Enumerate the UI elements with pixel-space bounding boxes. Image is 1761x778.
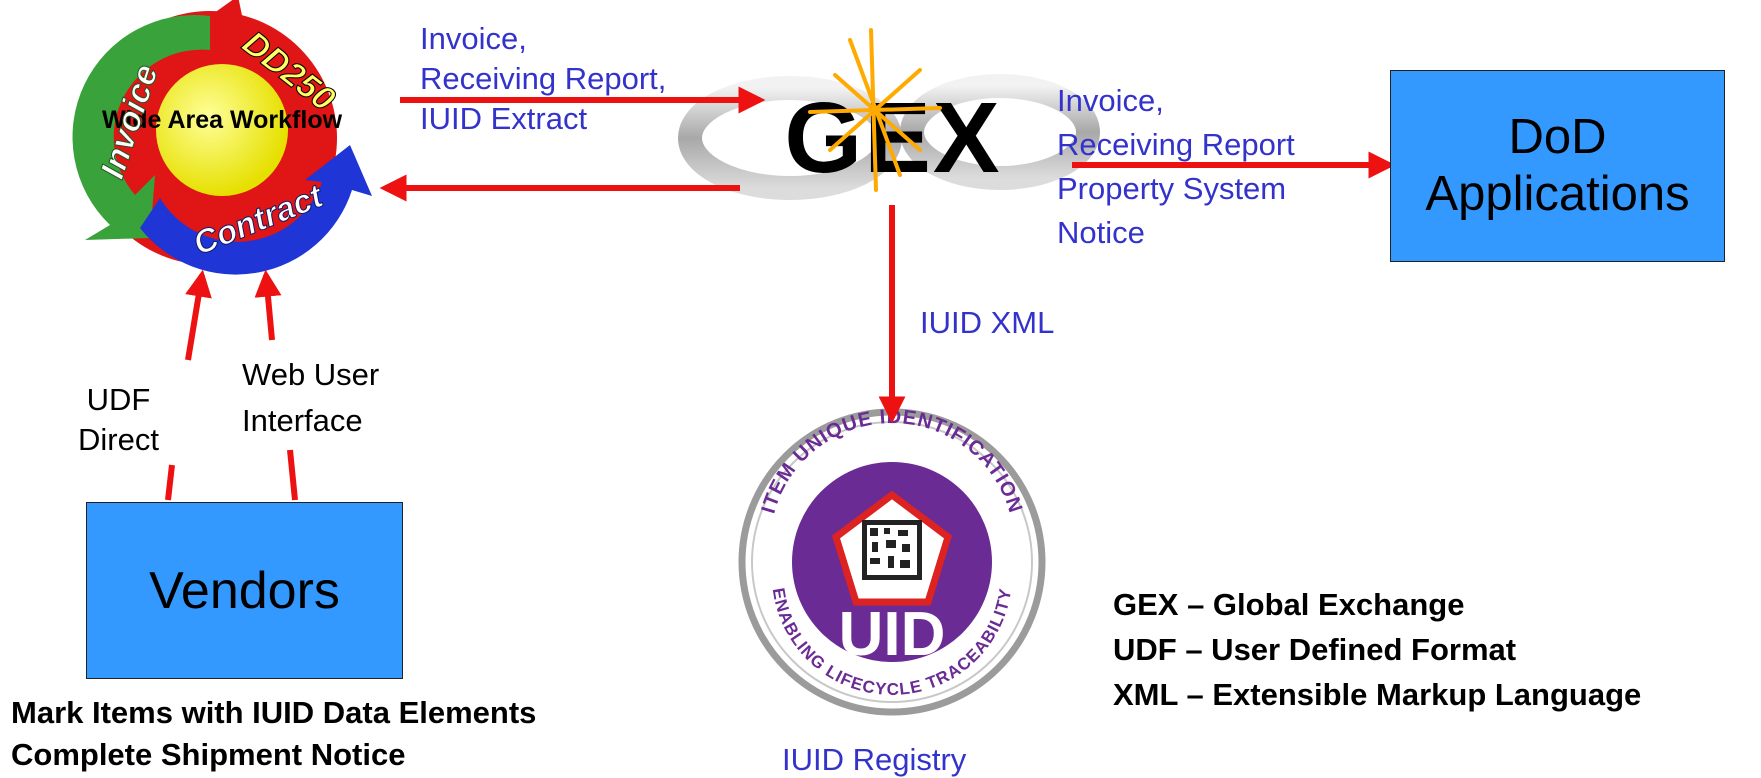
label-to-gex-line1: Invoice,: [420, 21, 527, 56]
wawf-top-arrowhead: [210, 0, 245, 30]
label-iuid-registry: IUID Registry: [782, 742, 967, 777]
label-web-user-line1: Web User: [242, 357, 380, 392]
acronym-legend: GEX – Global Exchange UDF – User Defined…: [1113, 582, 1641, 717]
label-udf-direct-line1: UDF: [86, 382, 151, 417]
dod-label-line1: DoD: [1508, 110, 1607, 164]
arrow-web-ui-lower: [287, 449, 298, 501]
gex-starburst: [808, 28, 942, 192]
uid-seal-datamatrix-cells: [870, 528, 910, 568]
label-to-dod-line3: Property System: [1057, 171, 1287, 206]
legend-udf: UDF – User Defined Format: [1113, 632, 1517, 667]
label-to-dod-line4: Notice: [1057, 215, 1145, 250]
vendor-note-2: Complete Shipment Notice: [11, 737, 406, 772]
vendor-notes: Mark Items with IUID Data Elements Compl…: [11, 692, 536, 776]
wawf-contract-arc: [140, 145, 372, 275]
label-web-user-interface: Web User Interface: [242, 352, 379, 444]
wawf-center-label: Wide Area Workflow: [102, 106, 343, 134]
legend-xml: XML – Extensible Markup Language: [1113, 677, 1642, 712]
uid-seal-center-text: UID: [839, 600, 946, 669]
legend-gex: GEX – Global Exchange: [1113, 587, 1465, 622]
wawf-invoice-arc: [72, 15, 210, 240]
vendors-label: Vendors: [149, 561, 340, 620]
label-to-dod: Invoice, Receiving Report Property Syste…: [1057, 79, 1295, 255]
gex-ring-left: [678, 76, 902, 200]
dod-applications-box: DoD Applications: [1390, 70, 1725, 262]
label-iuid-xml: IUID XML: [920, 305, 1055, 340]
arrow-udf-direct-upper: [185, 269, 212, 361]
wawf-logo: Wide Area Workflow DD250 Invoice Contrac…: [72, 0, 372, 275]
dod-label-line2: Applications: [1425, 167, 1690, 221]
arrows: [165, 86, 1396, 501]
label-to-gex-line2: Receiving Report,: [420, 61, 667, 96]
gex-ring-right: [900, 74, 1100, 190]
uid-seal: UID ITEM UNIQUE IDENTIFICATION ENABLING …: [738, 406, 1046, 716]
label-udf-direct-line2: Direct: [78, 422, 159, 457]
label-to-gex: Invoice, Receiving Report, IUID Extract: [420, 19, 666, 139]
gex-logo: GEX: [678, 28, 1100, 200]
vendors-box: Vendors: [86, 502, 403, 679]
label-to-dod-line1: Invoice,: [1057, 83, 1164, 118]
label-to-dod-line2: Receiving Report: [1057, 127, 1295, 162]
label-udf-direct: UDF Direct: [78, 380, 159, 460]
vendor-note-1: Mark Items with IUID Data Elements: [11, 695, 537, 730]
wawf-center: [156, 64, 288, 196]
arrow-udf-direct-lower: [165, 464, 175, 501]
gex-logo-text: GEX: [784, 82, 1001, 194]
arrow-web-ui-upper: [254, 269, 282, 341]
label-to-gex-line3: IUID Extract: [420, 101, 588, 136]
label-web-user-line2: Interface: [242, 403, 363, 438]
